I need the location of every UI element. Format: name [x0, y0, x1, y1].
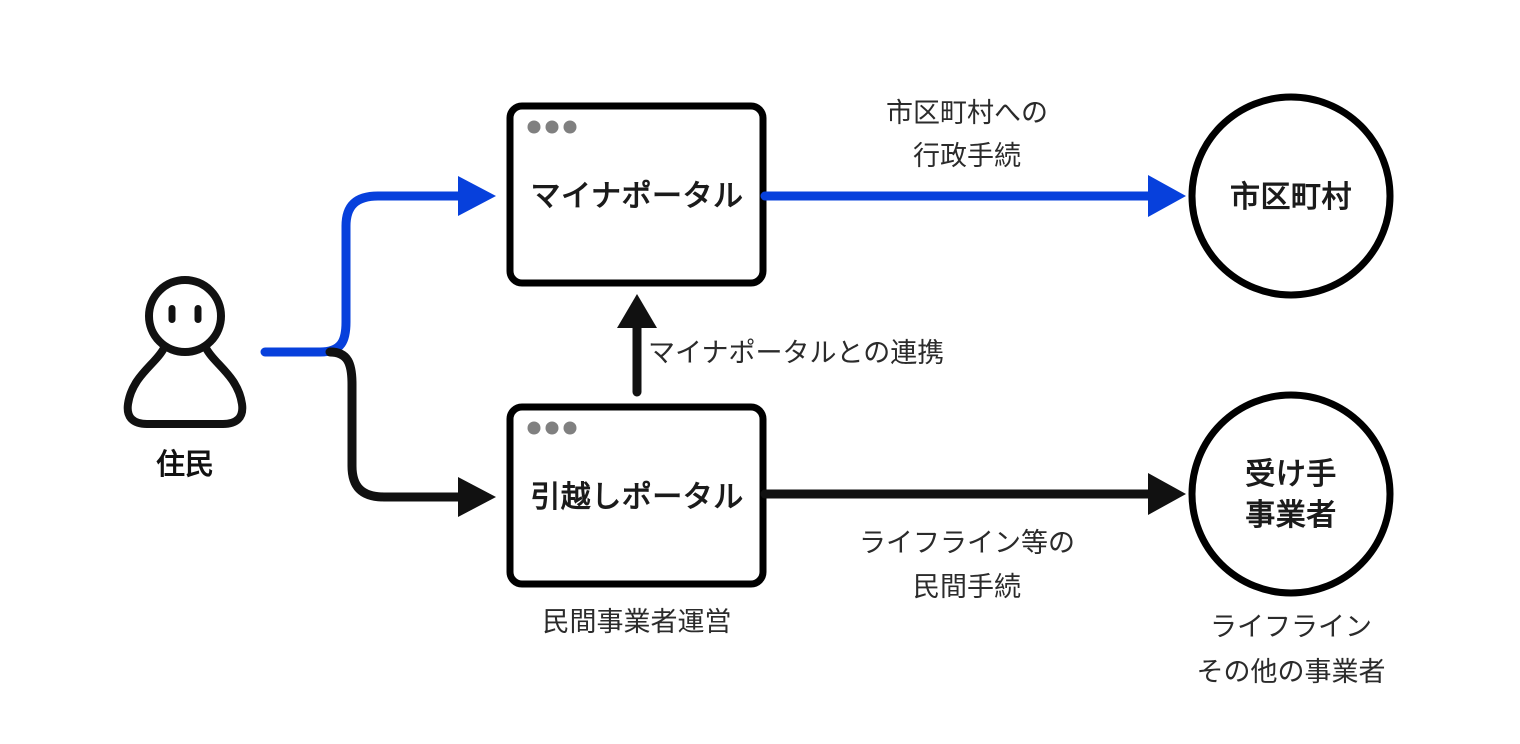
edge-resident-to-myna-portal-line: [260, 191, 467, 357]
edge-moving-portal-to-receiver-label-line2: 民間手続: [913, 572, 1021, 602]
node-municipality-label: 市区町村: [1230, 180, 1352, 214]
edge-moving-portal-to-receiver: [760, 473, 1186, 515]
edge-moving-portal-to-myna-portal-arrowhead: [617, 294, 657, 328]
window-dot-3-icon: [563, 120, 577, 134]
window-dot-6-icon: [563, 421, 577, 435]
edge-resident-to-myna-portal: [260, 176, 496, 357]
node-myna-portal-label: マイナポータル: [531, 180, 744, 213]
window-dot-5-icon: [545, 421, 559, 435]
person-eye-left-icon: [168, 305, 176, 323]
node-municipality[interactable]: 市区町村: [1188, 93, 1394, 299]
person-eye-right-icon: [194, 305, 202, 323]
edge-resident-to-myna-portal-arrowhead: [458, 176, 496, 216]
edge-myna-portal-to-municipality-label-line1: 市区町村への: [886, 98, 1048, 128]
node-moving-portal-caption: 民間事業者運営: [543, 607, 732, 637]
node-receiver-business-caption-line1: ライフライン: [1210, 612, 1372, 642]
node-receiver-business-caption-line2: その他の事業者: [1197, 657, 1386, 687]
node-municipality-circle[interactable]: [1188, 93, 1394, 299]
node-receiver-business-circle[interactable]: [1188, 391, 1394, 597]
person-head-icon: [145, 276, 225, 356]
edge-resident-to-moving-portal-arrowhead: [458, 477, 496, 517]
edge-moving-portal-to-receiver-label-line1: ライフライン等の: [859, 528, 1075, 558]
edge-moving-portal-to-myna-portal-label: マイナポータルとの連携: [648, 338, 944, 368]
edge-moving-portal-to-receiver-arrowhead: [1148, 473, 1186, 515]
node-receiver-business[interactable]: 受け手 事業者: [1188, 391, 1394, 597]
node-receiver-business-label-line1: 受け手: [1245, 458, 1337, 491]
window-dot-2-icon: [545, 120, 559, 134]
window-dot-4-icon: [527, 421, 541, 435]
edge-myna-portal-to-municipality: [760, 175, 1186, 217]
edge-myna-portal-to-municipality-label-line2: 行政手続: [913, 141, 1021, 171]
node-myna-portal[interactable]: マイナポータル: [506, 102, 767, 287]
person-body-icon: [123, 344, 247, 428]
edge-moving-portal-to-myna-portal: [617, 294, 657, 397]
node-moving-portal[interactable]: 引越しポータル: [506, 403, 767, 588]
window-dot-1-icon: [527, 120, 541, 134]
edge-myna-portal-to-municipality-arrowhead: [1148, 175, 1186, 217]
person-icon: [123, 276, 247, 428]
node-moving-portal-label: 引越しポータル: [530, 481, 744, 514]
edge-resident-to-moving-portal-line: [325, 347, 467, 502]
edge-resident-to-moving-portal: [325, 347, 496, 517]
actor-label: 住民: [156, 448, 214, 481]
node-receiver-business-label-line2: 事業者: [1245, 499, 1337, 532]
